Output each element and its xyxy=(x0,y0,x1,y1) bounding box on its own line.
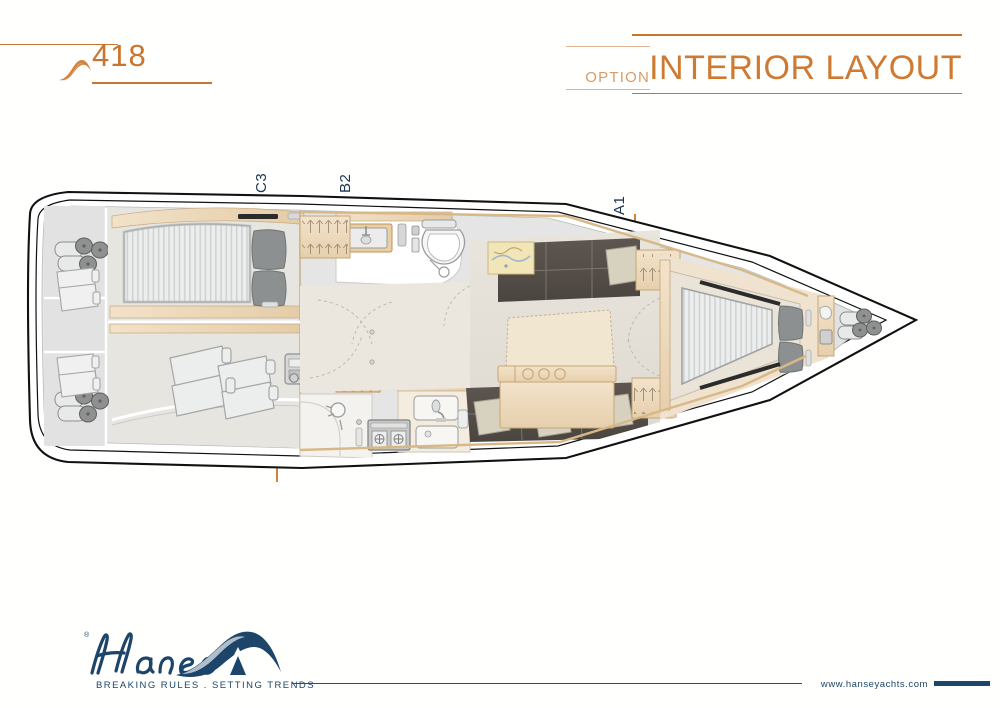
head-sink xyxy=(339,223,393,253)
saloon xyxy=(466,230,660,442)
deck-plan-svg xyxy=(26,190,919,470)
page-title: INTERIOR LAYOUT xyxy=(649,49,962,87)
helm-seat-cushion-starboard xyxy=(56,353,101,398)
forward-berth-pillows xyxy=(778,305,804,373)
owners-cabin-forward xyxy=(659,254,828,420)
model-rule-bottom xyxy=(92,82,212,84)
title-rule-bottom xyxy=(632,92,962,94)
companionway-sole xyxy=(300,282,470,392)
hanse-wave-shape xyxy=(176,631,281,677)
saloon-table xyxy=(497,309,617,429)
nav-chart-graphic xyxy=(487,241,535,275)
page-footer: ® BREAKING RULES . SETTING TRENDS www.ha… xyxy=(0,597,1000,707)
galley xyxy=(367,381,475,453)
helm-seat-cushion-port xyxy=(56,267,101,312)
interior-layout-drawing xyxy=(0,120,1000,540)
hanse-wave-icon xyxy=(59,60,91,81)
door-swing-arcs xyxy=(443,285,661,377)
winch-cluster-port xyxy=(54,237,109,273)
title-rule-top xyxy=(632,34,962,36)
head-forward xyxy=(335,211,466,287)
website-url[interactable]: www.hanseyachts.com xyxy=(820,679,928,690)
footer-accent-bar xyxy=(934,681,990,686)
model-rule-top xyxy=(0,44,118,45)
galley-sink xyxy=(413,395,459,449)
head-toilet xyxy=(421,219,466,278)
option-label: OPTION xyxy=(585,69,650,86)
galley-stove xyxy=(367,419,411,451)
anchor-locker xyxy=(817,295,882,357)
footer-divider xyxy=(292,683,802,684)
aft-cabin-starboard-cushions xyxy=(169,345,279,420)
aft-berth-port-mattress xyxy=(122,222,252,304)
hull-side-trim xyxy=(299,210,809,452)
anchor-chain-rollers xyxy=(837,308,882,340)
brand-tagline: BREAKING RULES . SETTING TRENDS xyxy=(96,680,315,691)
hanging-locker-aft-port xyxy=(299,215,351,259)
model-number: 418 xyxy=(92,38,147,73)
hanse-wave-logo-icon: ® xyxy=(84,631,281,677)
winch-cluster-starboard xyxy=(54,387,109,423)
option-rule-bottom xyxy=(566,89,650,90)
model-badge: 418 xyxy=(0,38,220,88)
head-aft xyxy=(299,393,373,459)
shower-head-icon xyxy=(325,402,346,431)
forward-berth-mattress xyxy=(681,286,773,386)
page-header: 418 OPTION INTERIOR LAYOUT xyxy=(0,0,1000,110)
aft-cabin-starboard xyxy=(108,323,301,448)
svg-text:®: ® xyxy=(84,631,90,639)
aft-berth-port-pillows xyxy=(251,229,287,307)
aft-cabin-port xyxy=(108,207,305,320)
option-rule-top xyxy=(566,46,650,47)
